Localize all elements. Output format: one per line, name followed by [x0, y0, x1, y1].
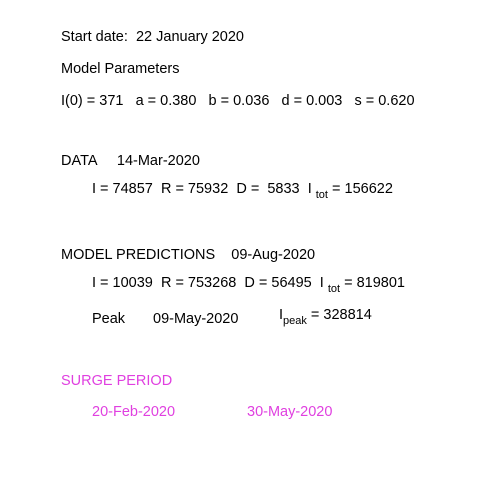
peak-date: 09-May-2020	[153, 311, 239, 327]
predictions-values: I = 10039 R = 753268 D = 56495 I tot = 8…	[92, 274, 405, 295]
model-parameters-heading: Model Parameters	[61, 61, 180, 77]
param-a: a = 0.380	[135, 93, 197, 109]
data-itot-value: = 156622	[332, 181, 393, 197]
ipeak-symbol: I	[279, 307, 284, 323]
start-date-label: Start date:	[61, 29, 128, 45]
pred-itot-value: = 819801	[344, 275, 405, 291]
predictions-heading-line: MODEL PREDICTIONS 09-Aug-2020	[61, 246, 315, 264]
data-values: I = 74857 R = 75932 D = 5833 I tot = 156…	[92, 180, 393, 201]
predictions-heading: MODEL PREDICTIONS	[61, 247, 216, 263]
pred-r: R = 753268	[160, 275, 237, 291]
ipeak-value: = 328814	[310, 307, 372, 323]
peak-label: Peak	[92, 311, 126, 327]
pred-itot-subscript: tot	[327, 283, 341, 295]
data-r: R = 75932	[160, 181, 229, 197]
data-date: 14-Mar-2020	[116, 153, 200, 169]
peak-value-line: Ipeak = 328814	[279, 306, 372, 327]
param-i0: I(0) = 371	[61, 93, 124, 109]
start-date-line: Start date: 22 January 2020	[61, 28, 244, 46]
model-parameters-values: I(0) = 371 a = 0.380 b = 0.036 d = 0.003…	[61, 92, 415, 110]
data-heading: DATA	[61, 153, 97, 169]
pred-d: D = 56495	[244, 275, 312, 291]
data-heading-line: DATA 14-Mar-2020	[61, 152, 200, 170]
data-itot-subscript: tot	[315, 189, 328, 201]
surge-end-date: 30-May-2020	[247, 404, 333, 420]
param-s: s = 0.620	[354, 93, 415, 109]
data-itot-symbol: I	[307, 181, 312, 197]
data-d: D = 5833	[236, 181, 300, 197]
start-date-value: 22 January 2020	[135, 29, 244, 45]
ipeak-subscript: peak	[283, 315, 307, 327]
surge-start-date: 20-Feb-2020	[92, 404, 176, 420]
data-i: I = 74857	[92, 181, 153, 197]
param-d: d = 0.003	[281, 93, 343, 109]
predictions-date: 09-Aug-2020	[231, 247, 316, 263]
pred-itot-symbol: I	[319, 275, 324, 291]
pred-i: I = 10039	[92, 275, 153, 291]
surge-period-heading: SURGE PERIOD	[61, 373, 173, 389]
param-b: b = 0.036	[208, 93, 270, 109]
